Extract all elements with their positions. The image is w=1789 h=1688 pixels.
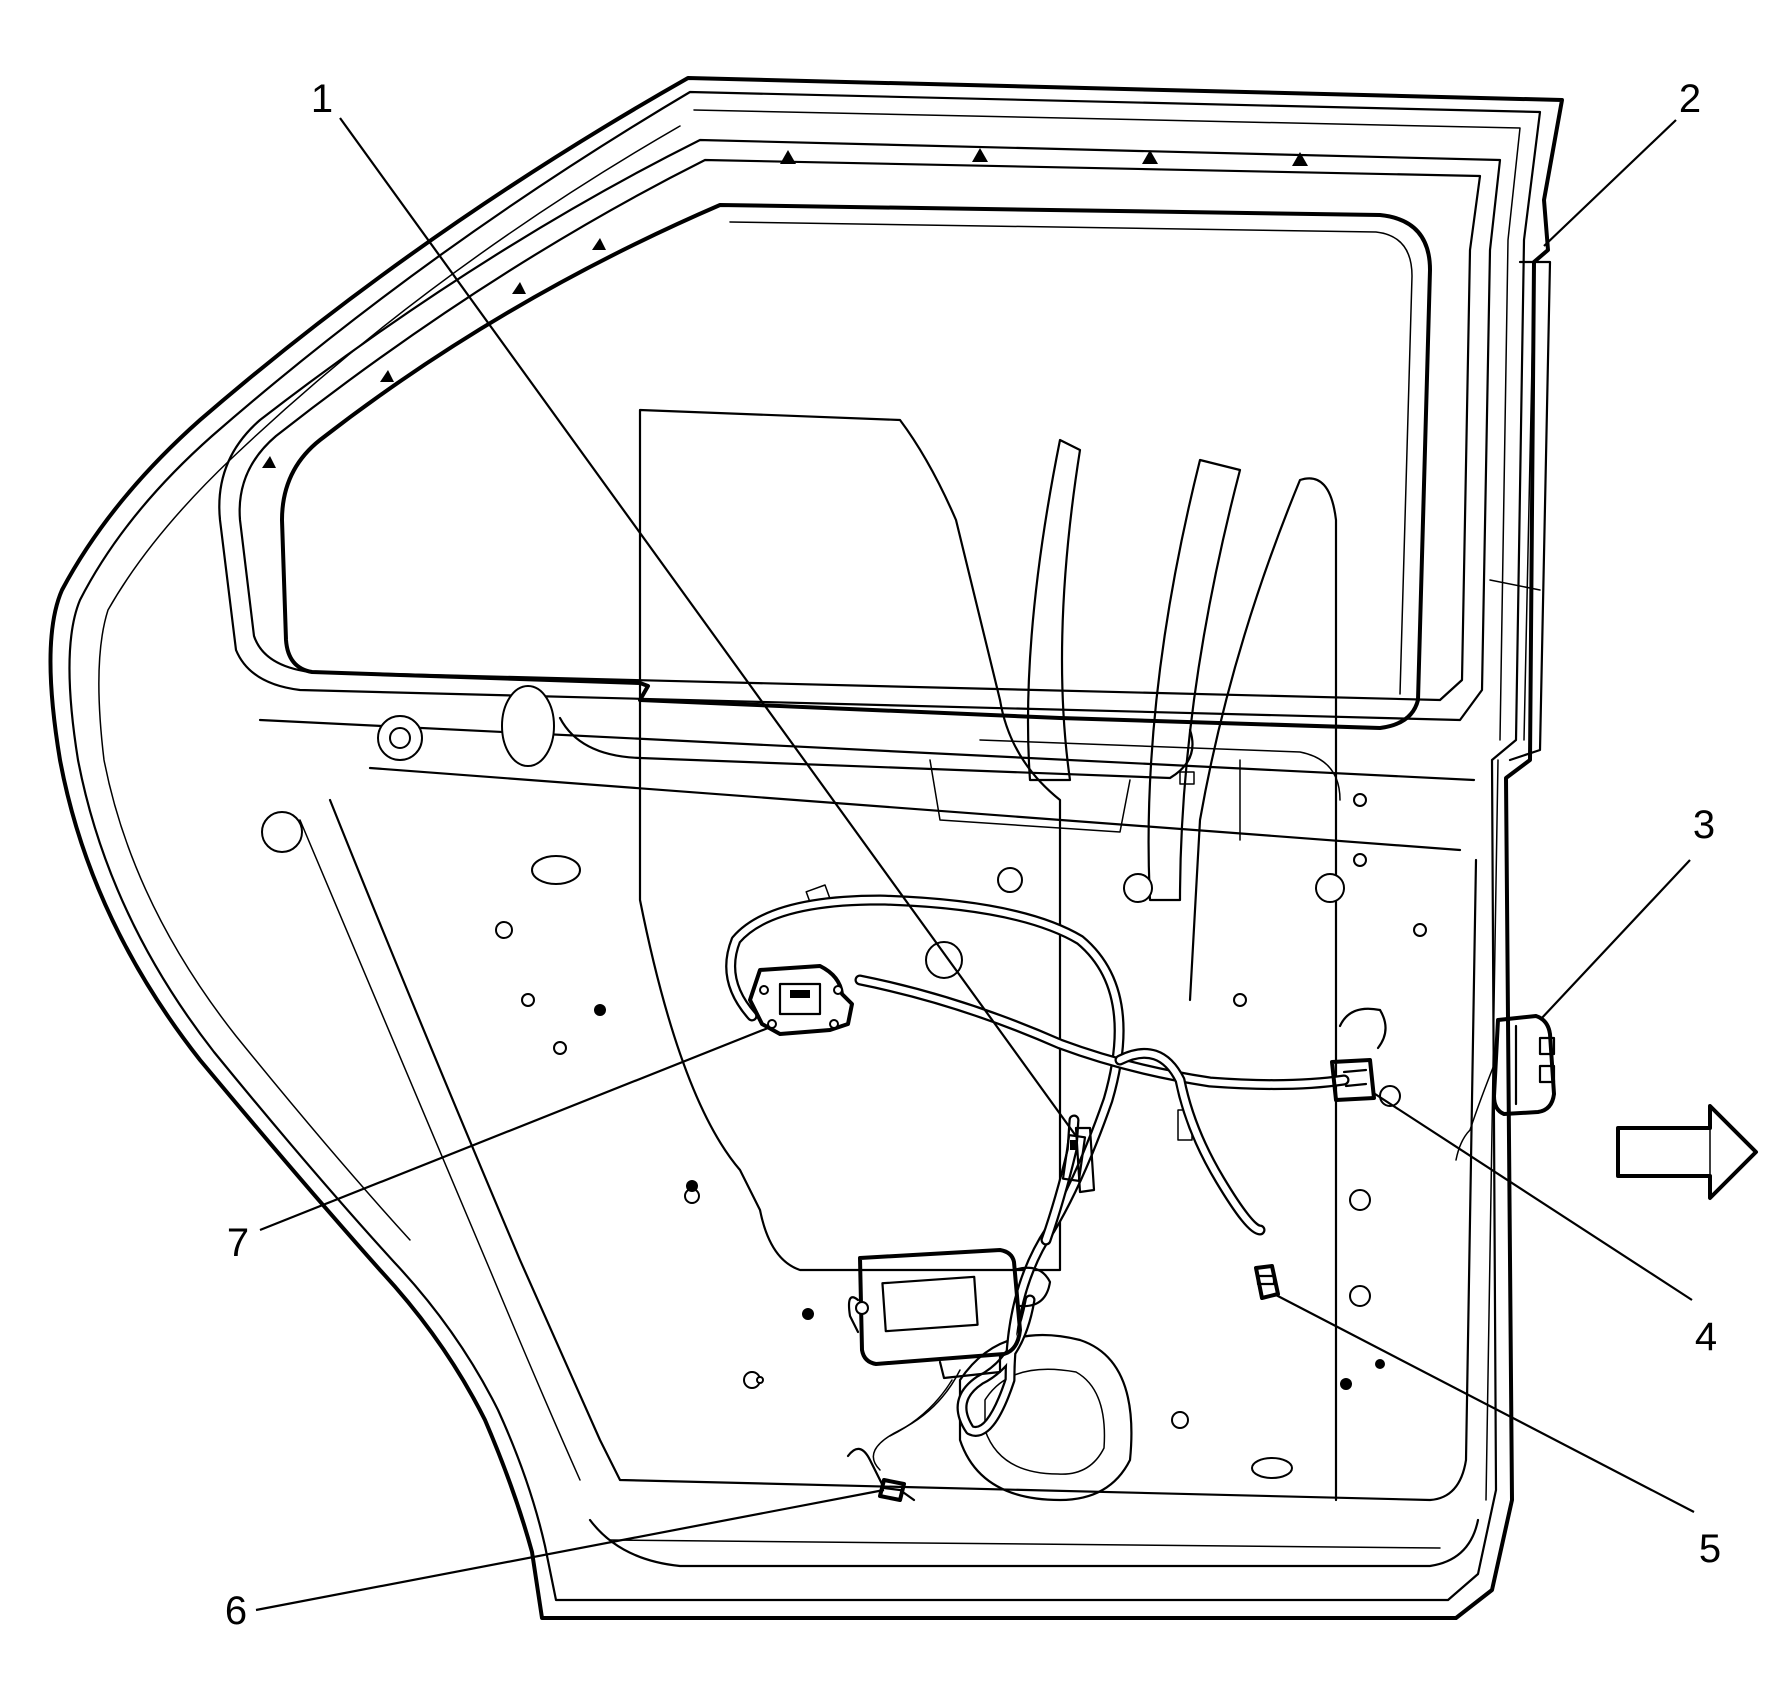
callout-6: 6 bbox=[225, 1589, 247, 1633]
window-switch-connector bbox=[748, 964, 854, 1036]
callout-3: 3 bbox=[1693, 803, 1715, 847]
rear-edge-flange bbox=[1485, 260, 1552, 1501]
leader-lines bbox=[255, 117, 1695, 1612]
callout-4: 4 bbox=[1695, 1315, 1717, 1359]
door-outer-panel bbox=[48, 76, 1564, 1620]
pull-handle-connector bbox=[846, 1447, 916, 1502]
handle-switch-connector bbox=[1254, 1264, 1280, 1300]
wiring-harness bbox=[725, 894, 1497, 1471]
callout-5: 5 bbox=[1699, 1527, 1721, 1571]
door-jamb-connector bbox=[1492, 1014, 1556, 1116]
window-clips bbox=[262, 148, 1308, 468]
leader-6 bbox=[255, 1488, 885, 1612]
window-frame bbox=[218, 138, 1502, 730]
leader-5 bbox=[1273, 1293, 1695, 1513]
leader-1 bbox=[339, 117, 1077, 1137]
leader-3 bbox=[1539, 859, 1691, 1021]
right-arrow-icon bbox=[1616, 1104, 1758, 1200]
callout-2: 2 bbox=[1679, 77, 1701, 121]
leader-2 bbox=[1543, 119, 1677, 247]
callout-1: 1 bbox=[311, 77, 333, 121]
inner-panel bbox=[258, 408, 1480, 1568]
leader-7 bbox=[259, 1026, 769, 1232]
callout-7: 7 bbox=[227, 1221, 249, 1265]
door-control-module bbox=[847, 1248, 1052, 1380]
leader-4 bbox=[1371, 1091, 1693, 1301]
callout-labels: 1 2 3 4 5 6 7 bbox=[225, 77, 1721, 1633]
lock-actuator-connector bbox=[1074, 1126, 1096, 1194]
door-harness-connector bbox=[1330, 1007, 1387, 1102]
